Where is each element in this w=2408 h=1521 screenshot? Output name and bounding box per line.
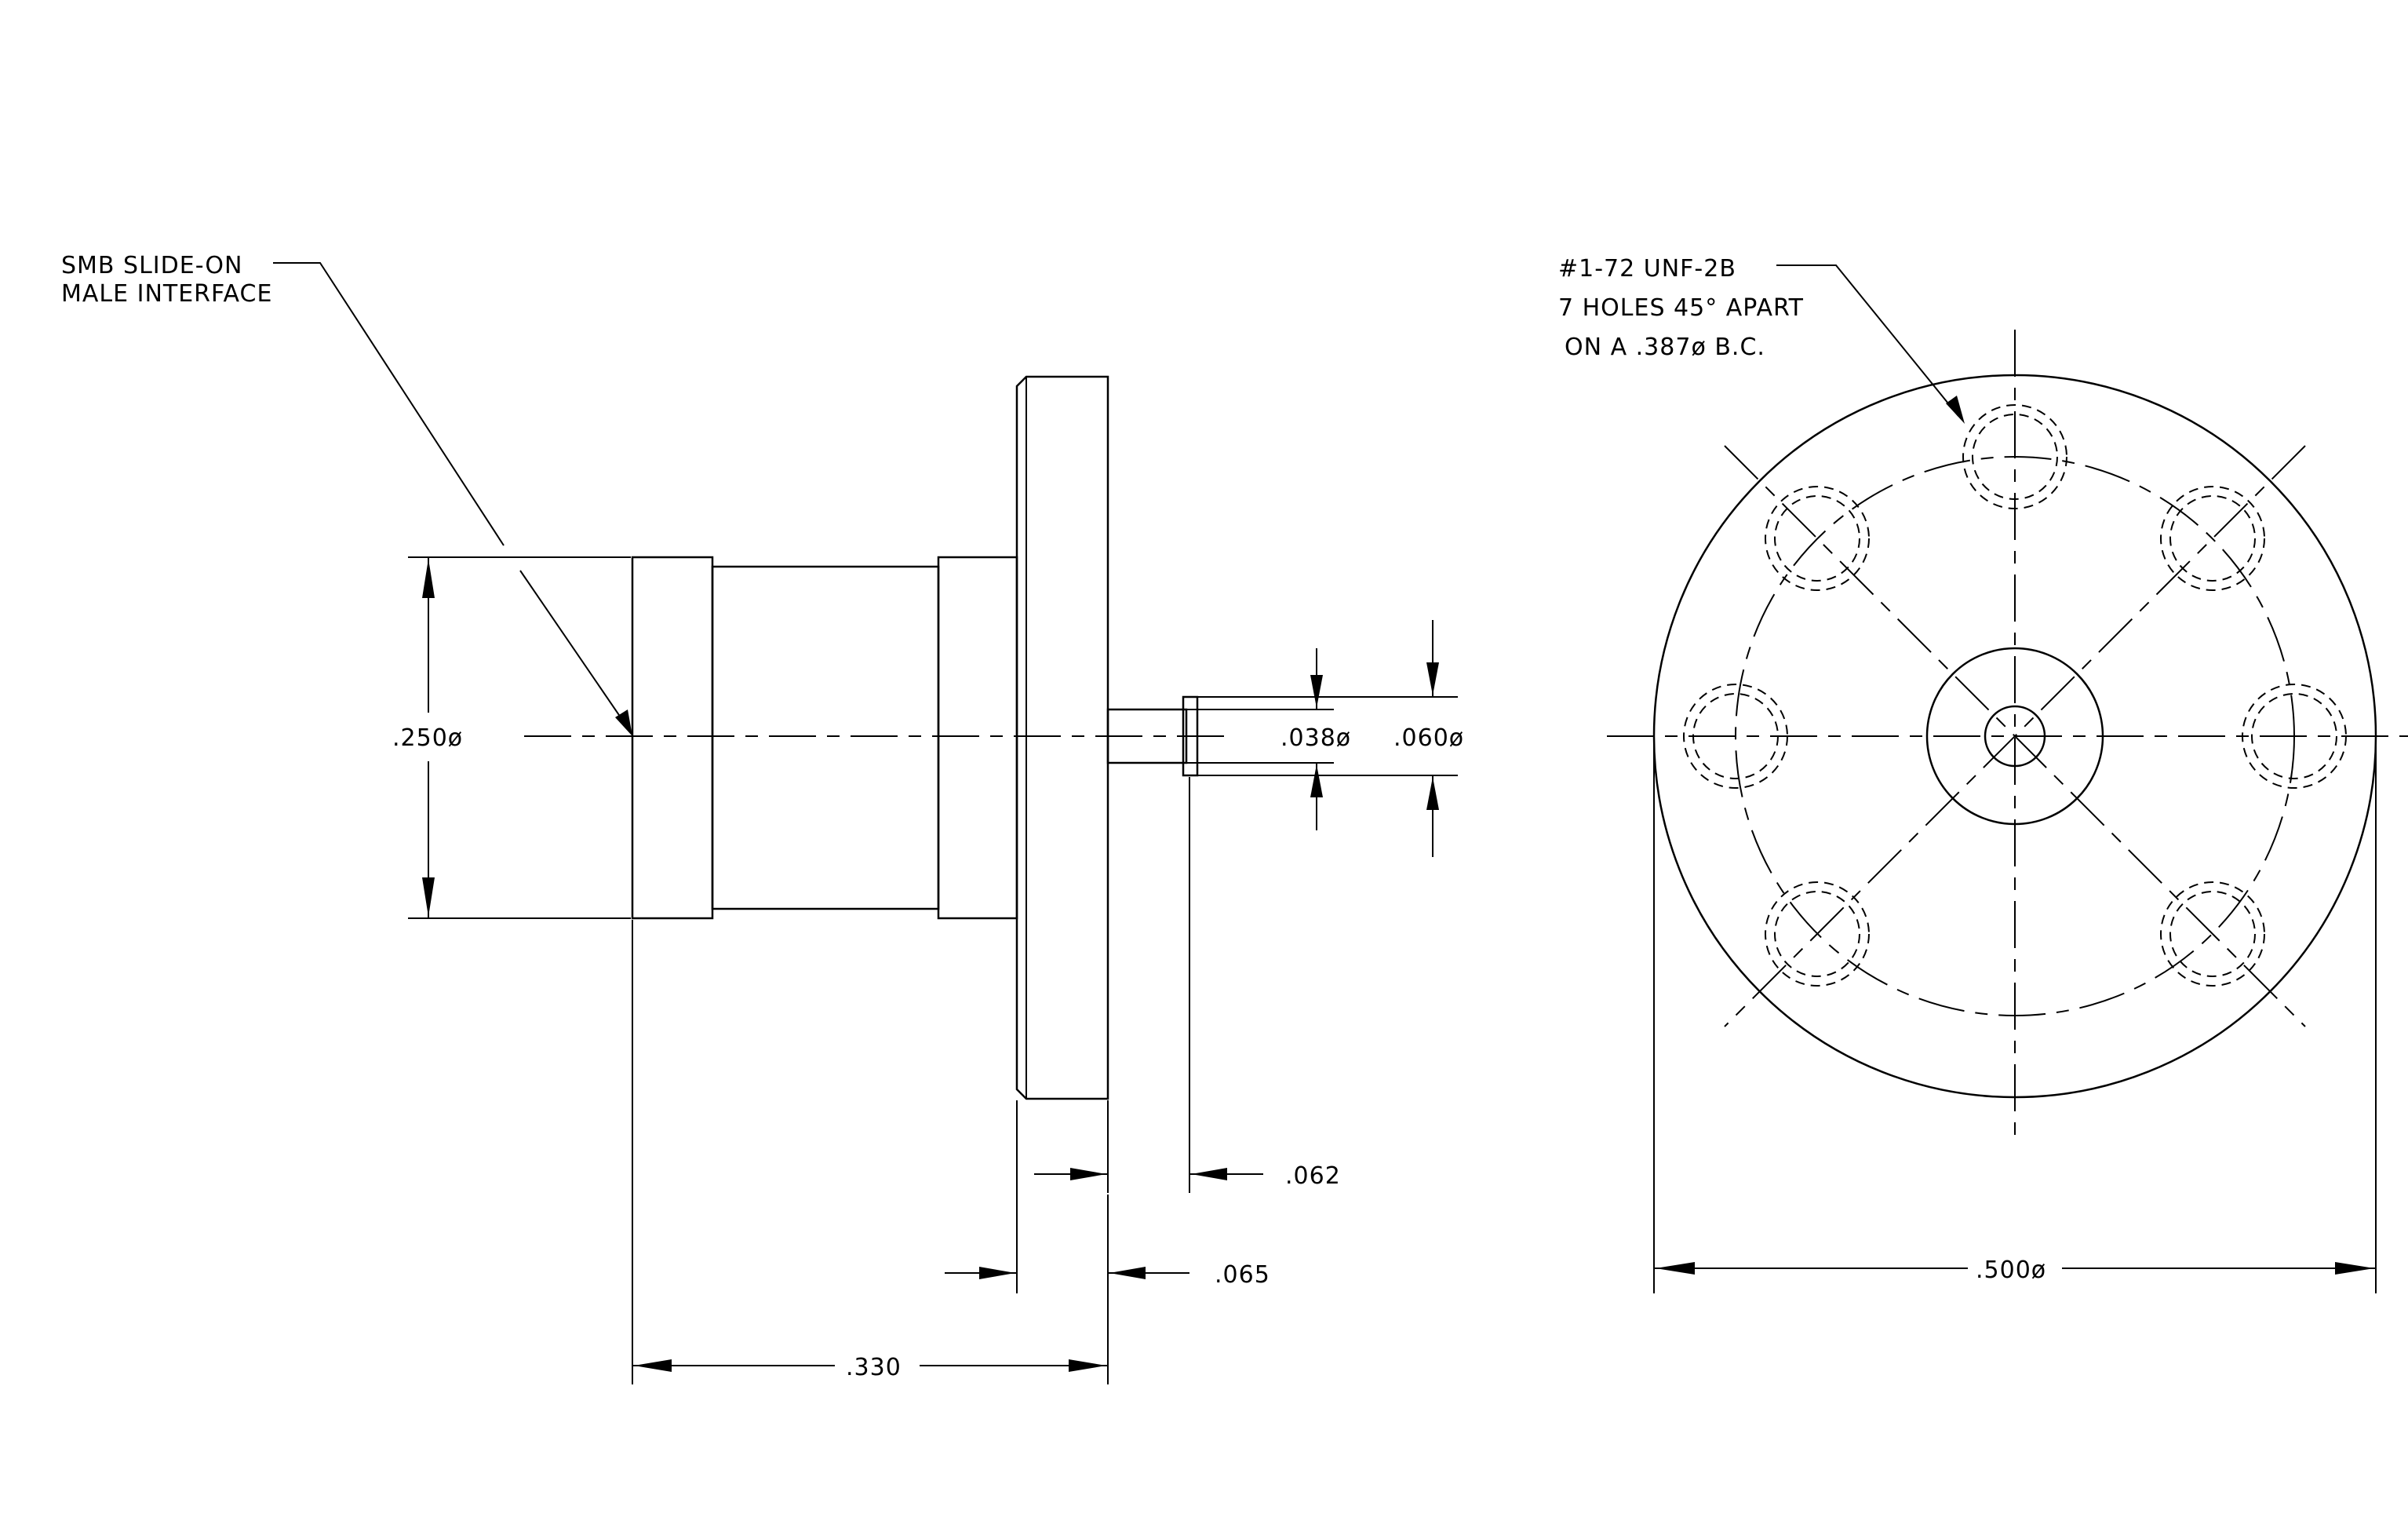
holes-callout-line3: ON A .387ø B.C.	[1565, 334, 1765, 361]
dim-060-label: .060ø	[1393, 724, 1464, 752]
interface-ring	[631, 556, 714, 920]
interface-callout-line2: MALE INTERFACE	[61, 280, 272, 308]
hole-lower-left	[1765, 881, 1870, 987]
flange	[1015, 375, 1109, 1100]
dim-062-arrow-left	[1070, 1168, 1106, 1180]
holes-callout-line2: 7 HOLES 45° APART	[1558, 294, 1804, 322]
dim-038-arrow-bottom	[1310, 764, 1323, 797]
hole-left	[1683, 684, 1788, 789]
dim-062-label: .062	[1285, 1162, 1341, 1190]
front-view: #1-72 UNF-2B 7 HOLES 45° APART ON A .387…	[1558, 255, 2408, 1293]
front-diag-2	[1724, 445, 2306, 1027]
dim-330-arrow-right	[1069, 1359, 1106, 1372]
dim-330-arrow-left	[634, 1359, 672, 1372]
dim-500-arrow-right	[2335, 1262, 2374, 1275]
holes-leader-arrow	[1946, 396, 1965, 424]
dim-500-label: .500ø	[1976, 1257, 2046, 1284]
interface-callout-line1: SMB SLIDE-ON	[61, 252, 242, 279]
hole-upper-left	[1765, 486, 1870, 591]
dim-065-label: .065	[1215, 1261, 1270, 1289]
dim-038-arrow-top	[1310, 675, 1323, 708]
side-view: SMB SLIDE-ON MALE INTERFACE .250ø .038ø …	[61, 252, 1464, 1384]
dim-250-arrow-bottom	[422, 877, 435, 917]
dim-060-arrow-bottom	[1426, 777, 1439, 810]
flange-hub	[937, 556, 1018, 920]
dim-500-arrow-left	[1656, 1262, 1695, 1275]
hole-lower-right	[2160, 881, 2265, 987]
dim-060-arrow-top	[1426, 662, 1439, 695]
interface-leader-arrow	[615, 709, 632, 736]
dim-250-label: .250ø	[392, 724, 463, 752]
dim-250-arrow-top	[422, 559, 435, 598]
interface-leader	[273, 262, 505, 546]
dim-065-arrow-left	[979, 1267, 1015, 1279]
hole-upper-right	[2160, 486, 2265, 591]
holes-leader	[1776, 264, 1959, 417]
dim-065-arrow-right	[1109, 1267, 1146, 1279]
interface-body	[711, 565, 940, 910]
interface-leader-tail	[519, 570, 633, 735]
dim-330-label: .330	[846, 1354, 902, 1381]
holes-callout-line1: #1-72 UNF-2B	[1558, 255, 1736, 283]
dim-062-arrow-right	[1191, 1168, 1227, 1180]
hole-top	[1962, 404, 2067, 509]
dim-038-label: .038ø	[1281, 724, 1351, 752]
hole-right	[2242, 684, 2347, 789]
